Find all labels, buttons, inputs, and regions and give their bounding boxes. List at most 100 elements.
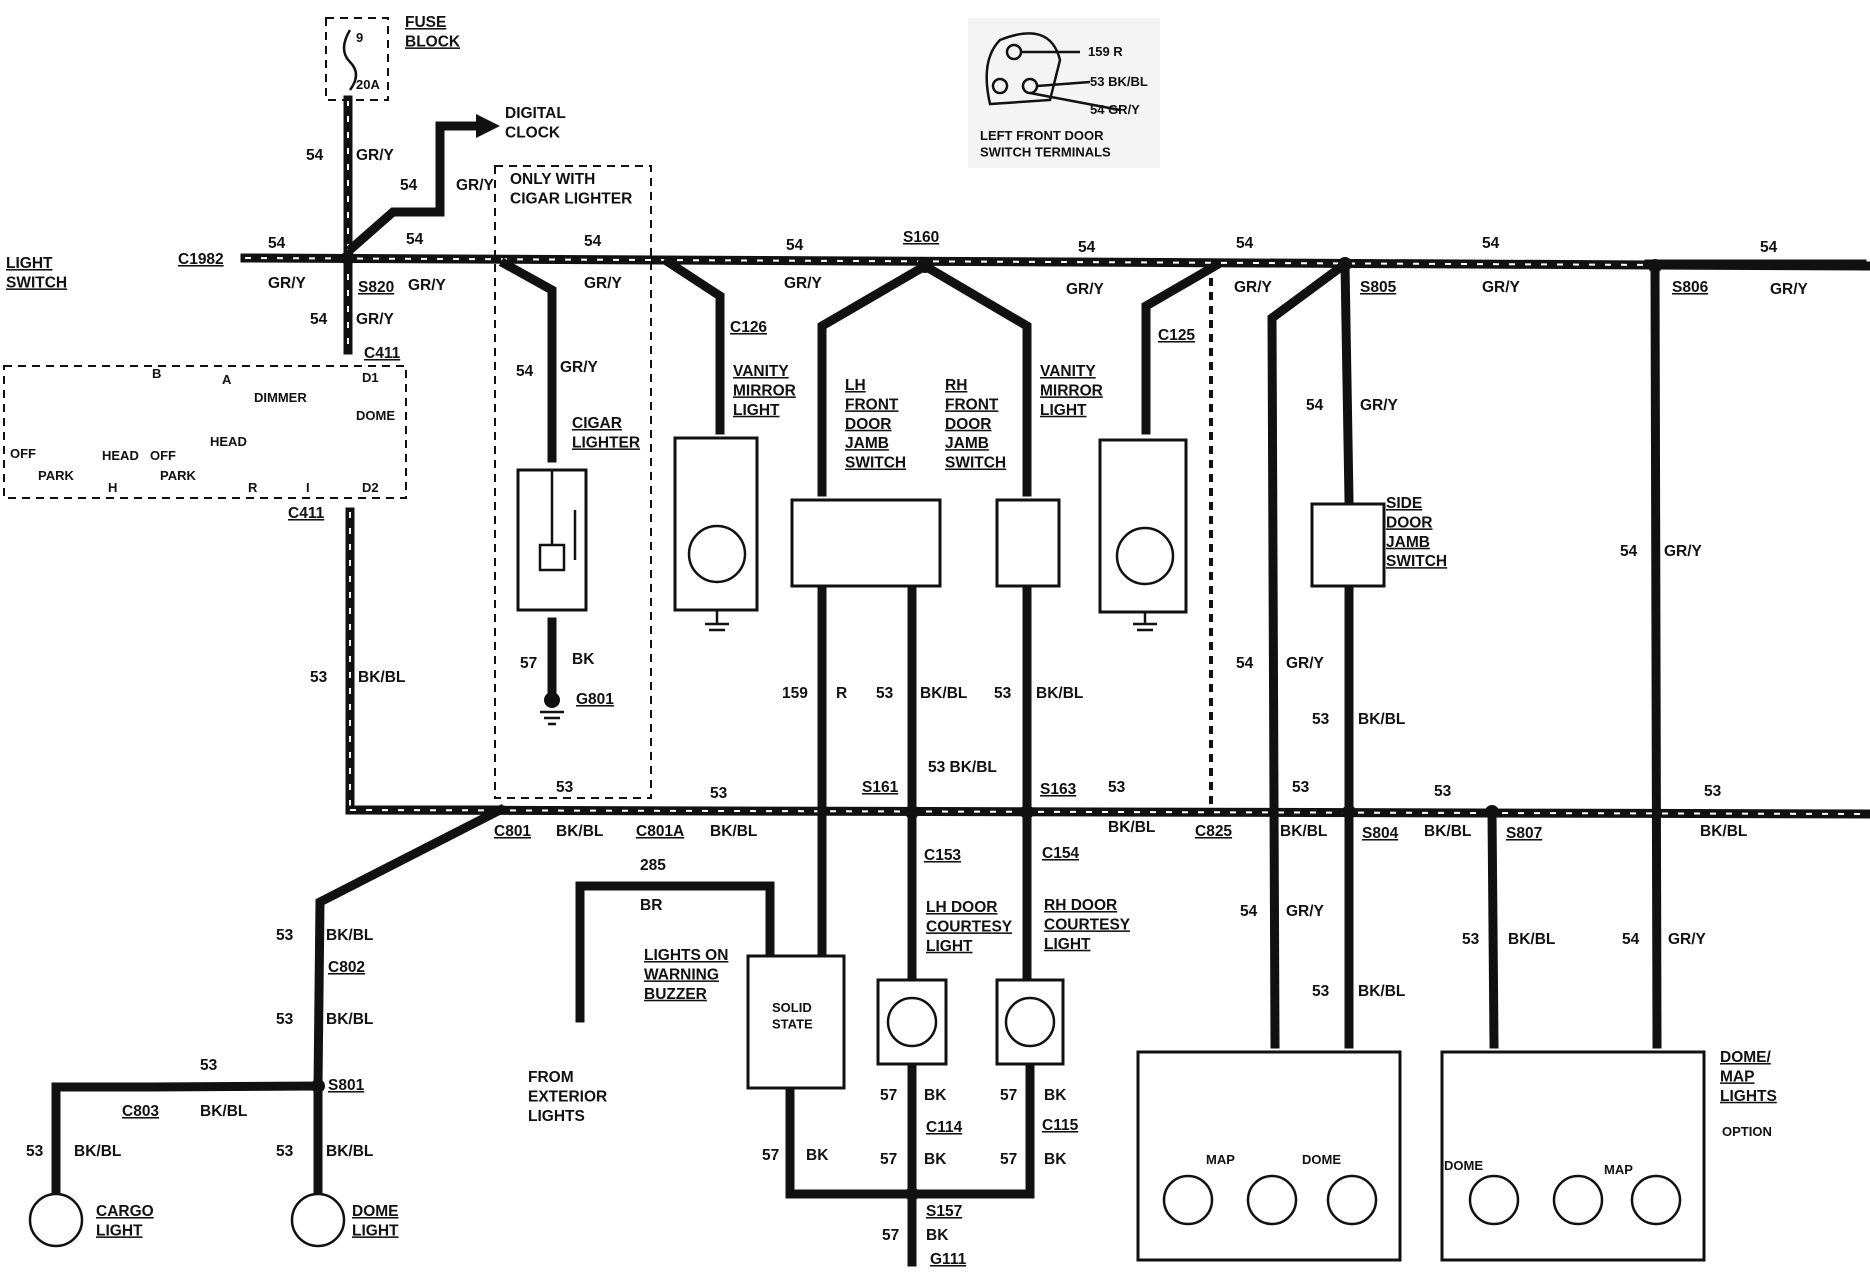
connector-c825: C825 bbox=[1195, 823, 1232, 840]
switch-b: B bbox=[152, 366, 161, 381]
vanity-mirror-left-body bbox=[673, 436, 759, 612]
switch-dimmer: DIMMER bbox=[254, 390, 307, 405]
wire-color: GR/Y bbox=[1286, 655, 1325, 672]
wire-num: 57 bbox=[1000, 1151, 1017, 1168]
wire-num: 54 bbox=[1078, 239, 1096, 256]
wire-num: 54 bbox=[1240, 903, 1258, 920]
wire-color: BK/BL bbox=[1424, 823, 1471, 840]
wire-num: 57 bbox=[880, 1151, 897, 1168]
connector-c802: C802 bbox=[328, 959, 365, 976]
connector-c126: C126 bbox=[730, 319, 767, 336]
switch-park-2: PARK bbox=[160, 468, 196, 483]
wire-color: GR/Y bbox=[356, 147, 395, 164]
switch-head-2: HEAD bbox=[210, 434, 247, 449]
wire-color: GR/Y bbox=[1668, 931, 1707, 948]
wire-num: 54 bbox=[786, 237, 804, 254]
wire-color: BK/BL bbox=[1700, 823, 1747, 840]
wire-num: 54 bbox=[1236, 235, 1254, 252]
door-terminal-inset bbox=[968, 18, 1160, 168]
wire-num: 54 bbox=[268, 235, 286, 252]
rh-courtesy-light-body bbox=[995, 978, 1065, 1066]
wire-color: R bbox=[836, 685, 847, 702]
wire-color: BK bbox=[926, 1227, 949, 1244]
wire-color: GR/Y bbox=[1770, 281, 1809, 298]
rh-courtesy-bulb-icon bbox=[1004, 996, 1056, 1048]
wire-num: 53 bbox=[276, 1011, 294, 1028]
dome-map-module-left bbox=[1136, 1050, 1402, 1262]
wire-num: 54 bbox=[1622, 931, 1640, 948]
switch-d1: D1 bbox=[362, 370, 379, 385]
switch-dome: DOME bbox=[356, 408, 395, 423]
wire-num: 53 bbox=[876, 685, 894, 702]
wire-num: 57 bbox=[880, 1087, 897, 1104]
fuse-number: 9 bbox=[356, 30, 363, 45]
fuse-block-outline bbox=[325, 17, 389, 101]
wire-num: 53 bbox=[1292, 779, 1310, 796]
wire-color: BK bbox=[1044, 1087, 1067, 1104]
connector-c1982: C1982 bbox=[178, 251, 224, 268]
wire-color: GR/Y bbox=[1066, 281, 1105, 298]
wire-num: 53 bbox=[310, 669, 328, 686]
terminal-wire-54: 54 GR/Y bbox=[1090, 102, 1140, 117]
wire-color: BK/BL bbox=[1108, 819, 1155, 836]
wire-54-clock bbox=[345, 121, 485, 255]
wire-num: 53 bbox=[556, 779, 574, 796]
wire-num: 54 bbox=[1760, 239, 1778, 256]
wire-color: BK/BL bbox=[326, 927, 373, 944]
wire-num: 53 bbox=[710, 785, 728, 802]
wire-num: 54 bbox=[1306, 397, 1324, 414]
connector-c153: C153 bbox=[924, 847, 961, 864]
wire-num: 57 bbox=[1000, 1087, 1017, 1104]
ground-g111: G111 bbox=[930, 1251, 967, 1268]
rh-jamb-switch-body bbox=[995, 498, 1061, 588]
splice-s807: S807 bbox=[1506, 825, 1542, 842]
wire-num: 54 bbox=[406, 231, 424, 248]
wire-num: 53 bbox=[1704, 783, 1722, 800]
wire-color: BK/BL bbox=[1280, 823, 1327, 840]
option-label: OPTION bbox=[1722, 1124, 1772, 1139]
connector-c115: C115 bbox=[1042, 1117, 1079, 1134]
wire-num: 54 bbox=[516, 363, 534, 380]
fuse-icon bbox=[342, 29, 358, 91]
wire-num: 53 bbox=[276, 1143, 294, 1160]
wire-num: 159 bbox=[782, 685, 808, 702]
wire-num: 57 bbox=[520, 655, 537, 672]
splice-s804: S804 bbox=[1362, 825, 1399, 842]
wire-color: GR/Y bbox=[560, 359, 599, 376]
connector-c154: C154 bbox=[1042, 845, 1079, 862]
wire-color: BK bbox=[1044, 1151, 1067, 1168]
connector-c801: C801 bbox=[494, 823, 531, 840]
dome-map-module-right bbox=[1440, 1050, 1706, 1262]
fuse-rating: 20A bbox=[356, 77, 380, 92]
connector-c801a: C801A bbox=[636, 823, 684, 840]
dome-label-2: DOME bbox=[1444, 1158, 1483, 1173]
wire-color: GR/Y bbox=[1234, 279, 1273, 296]
map-bulb-3-icon bbox=[1552, 1174, 1604, 1226]
ground-g801-icon bbox=[544, 692, 560, 708]
wire-num: 53 bbox=[1434, 783, 1452, 800]
wire-color: BK/BL bbox=[1358, 711, 1405, 728]
wire-color: GR/Y bbox=[408, 277, 447, 294]
wire-num: 285 bbox=[640, 857, 666, 874]
dome-bulb-1-icon bbox=[1326, 1174, 1378, 1226]
wire-53-switch bbox=[345, 507, 505, 815]
wire-color: BK/BL bbox=[710, 823, 757, 840]
wire-num: 54 bbox=[306, 147, 324, 164]
headlamp-switch-outline bbox=[3, 365, 407, 499]
switch-r: R bbox=[248, 480, 258, 495]
vanity-right-bulb-icon bbox=[1115, 526, 1175, 586]
wire-num: 53 bbox=[1312, 983, 1330, 1000]
dome-bulb-2-icon bbox=[1468, 1174, 1520, 1226]
cigar-lighter-option-outline bbox=[494, 165, 652, 799]
wire-color: GR/Y bbox=[784, 275, 823, 292]
